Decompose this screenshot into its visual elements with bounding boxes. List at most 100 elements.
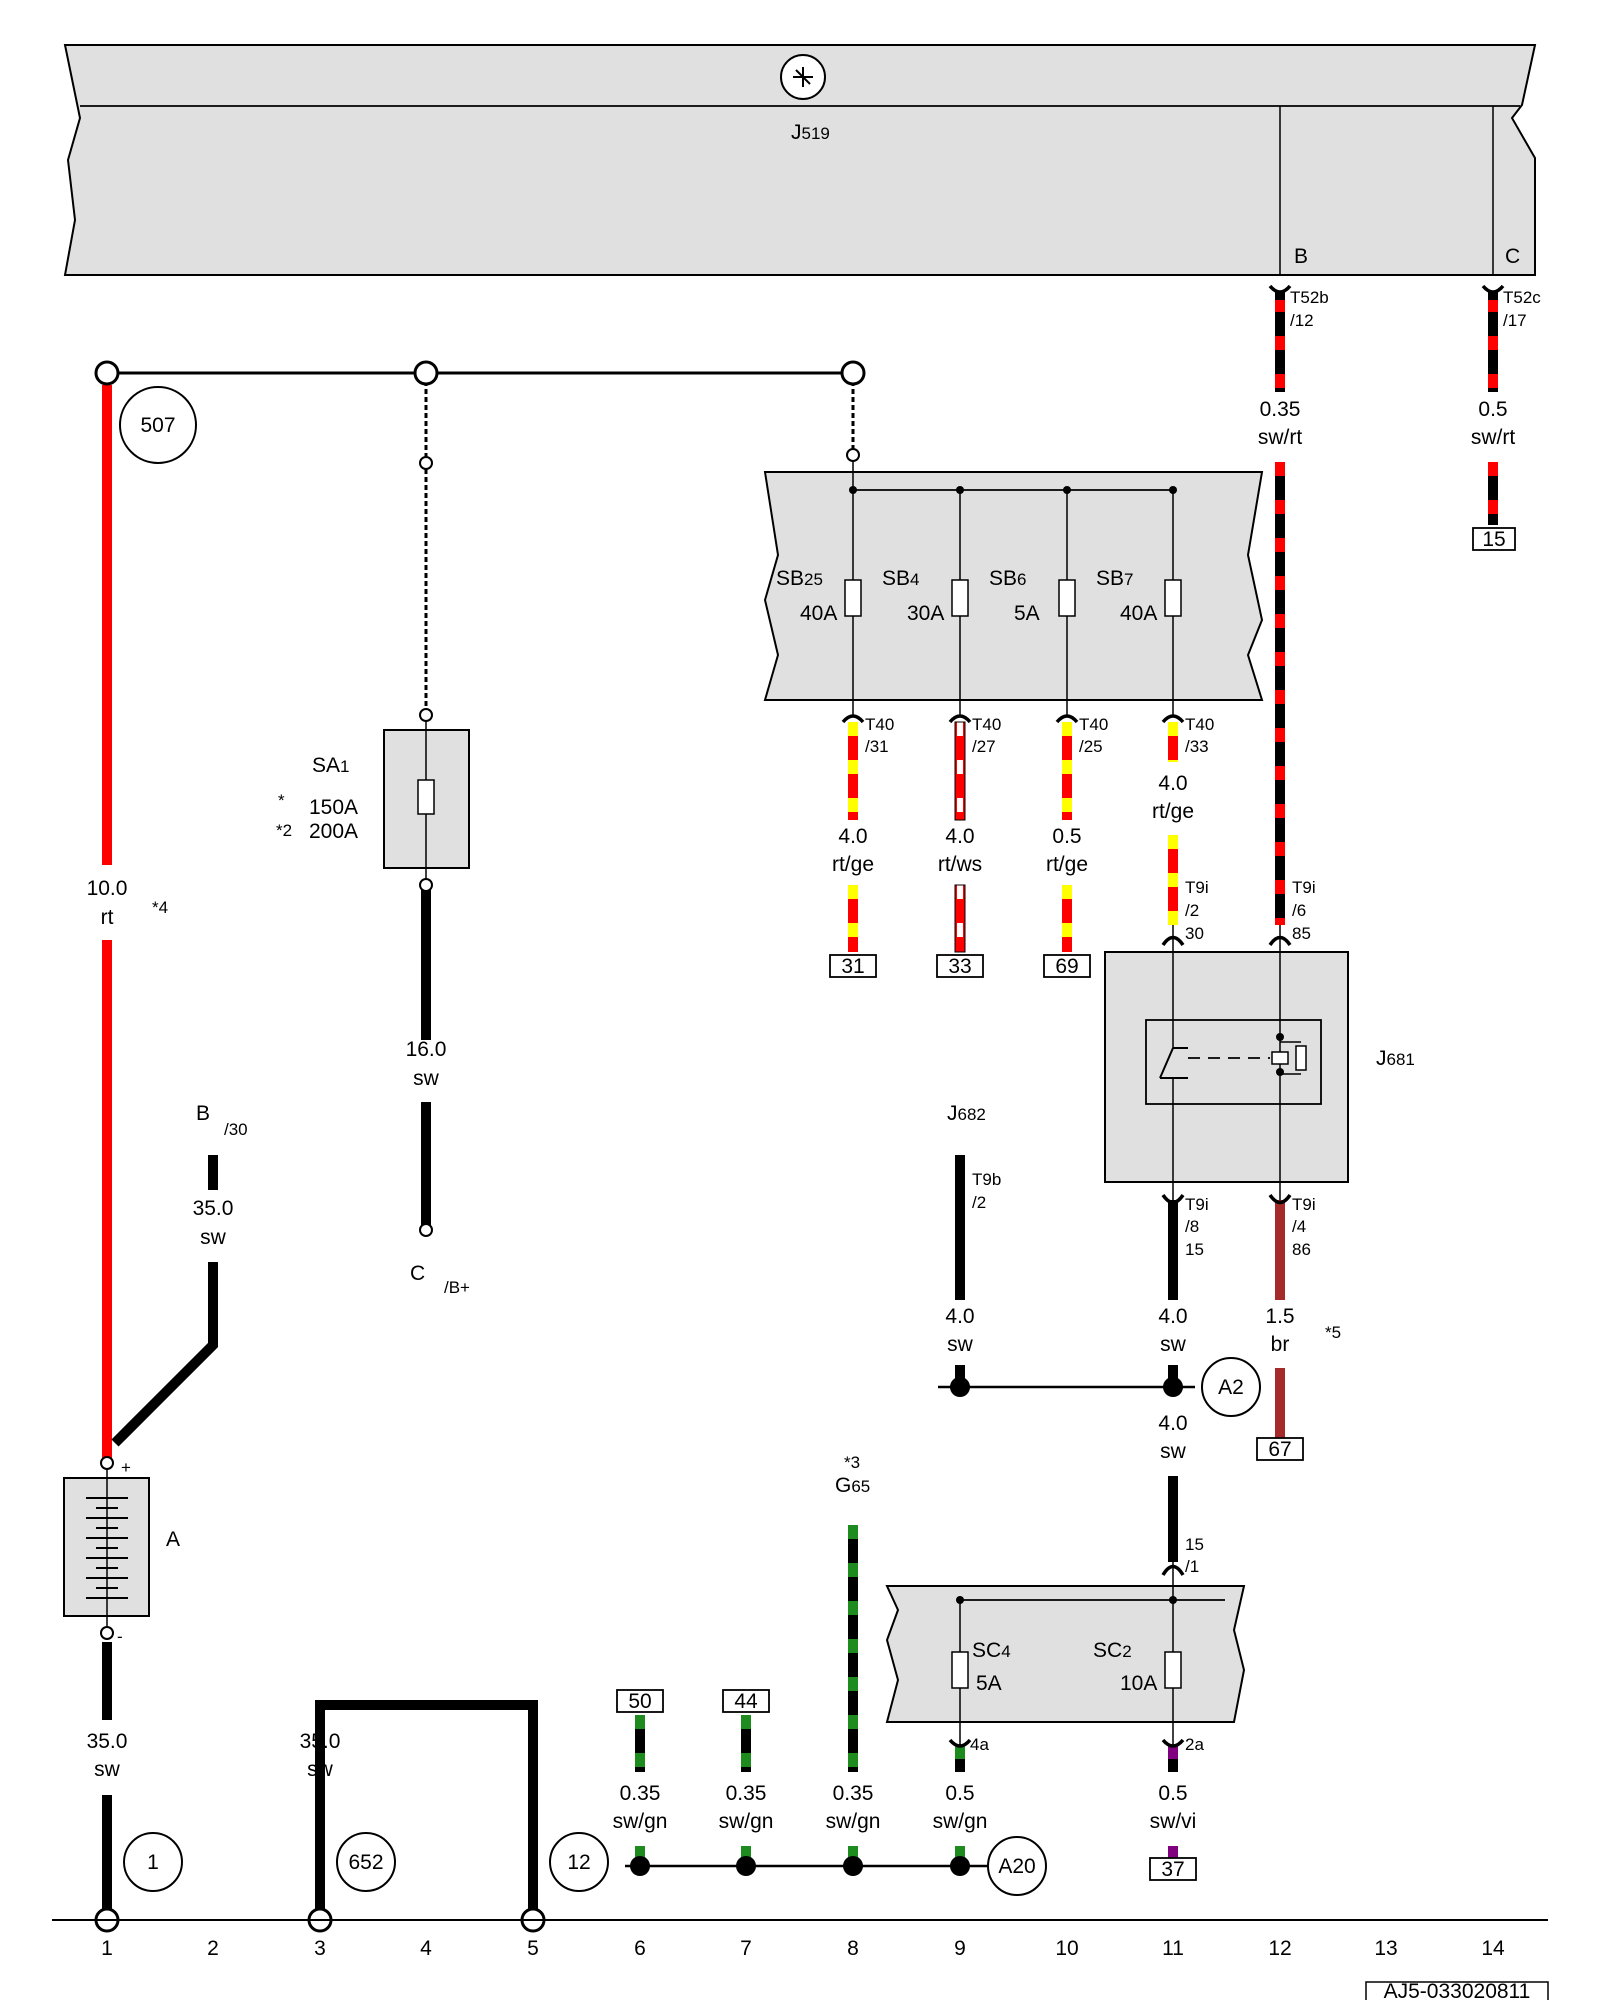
t40-31-pin: /31 [865, 737, 889, 756]
w-sb7-color: rt/ge [1152, 800, 1194, 823]
w-sb25-color: rt/ge [832, 853, 874, 876]
grid-1: 1 [101, 1937, 113, 1960]
sb6-rating: 5A [1014, 602, 1040, 625]
sb4-rating: 30A [907, 602, 944, 625]
w6-color: sw/gn [613, 1810, 668, 1833]
relay-j681[interactable]: J681 [1104, 925, 1415, 1200]
t52b-name: T52b [1290, 288, 1329, 307]
component-labels: B /30 C /B+ J682 *3 G65 *4 *5 [152, 898, 1341, 1497]
wire-bodies [102, 298, 1498, 1916]
svg-text:G65: G65 [835, 1474, 870, 1497]
sa1-note2: *2 [276, 821, 292, 840]
connector-labels: T52b /12 T52c /17 T40 /31 T40 /27 T40 /2… [865, 288, 1541, 1754]
g65-sub: 65 [851, 1477, 870, 1496]
t9b-pin: /2 [972, 1193, 986, 1212]
g65-note: *3 [844, 1453, 860, 1472]
w-scin-color: sw [1160, 1440, 1187, 1463]
j682-sub: 682 [958, 1105, 986, 1124]
control-unit-j519[interactable]: J519 B C [63, 44, 1537, 276]
node-markers [94, 360, 1183, 1933]
sb25-sub: 25 [804, 570, 823, 589]
grid-4: 4 [420, 1937, 432, 1960]
w14-top-color: sw/rt [1471, 426, 1515, 449]
grid-7: 7 [740, 1937, 752, 1960]
ref-31: 31 [841, 955, 864, 978]
grid-10: 10 [1055, 1937, 1078, 1960]
w-scin-size: 4.0 [1158, 1412, 1187, 1435]
j682-label: J [947, 1102, 958, 1125]
t9i-8-pin: /8 [1185, 1217, 1199, 1236]
fuse-panel-sc[interactable]: SC4 5A SC2 10A [885, 1562, 1246, 1745]
w7-color: sw/gn [719, 1810, 774, 1833]
sc2-label: SC [1093, 1639, 1122, 1662]
t40-33-pin: /33 [1185, 737, 1209, 756]
wire-labels: 0.35 sw/rt 0.5 sw/rt 10.0 rt 16.0 sw 35.… [87, 398, 1516, 1833]
w-t9i4-color: br [1271, 1333, 1290, 1356]
w-j682-size: 4.0 [945, 1305, 974, 1328]
ref-50: 50 [628, 1690, 651, 1713]
circle-507: 507 [140, 414, 175, 437]
w7-size: 0.35 [726, 1782, 767, 1805]
w-sa1-size: 16.0 [406, 1038, 447, 1061]
battery-minus: - [117, 1627, 123, 1646]
circle-652: 652 [348, 1851, 383, 1874]
t40-31-name: T40 [865, 715, 894, 734]
t9i-6-term: 85 [1292, 924, 1311, 943]
t9i-8-name: T9i [1185, 1195, 1209, 1214]
t40-25-name: T40 [1079, 715, 1108, 734]
sb25-label: SB [776, 567, 804, 590]
w-sb25-size: 4.0 [838, 825, 867, 848]
t9b-name: T9b [972, 1170, 1001, 1189]
svg-text:SC4: SC4 [972, 1639, 1011, 1662]
fuse-panel-sb[interactable]: SB25 40A SB4 30A SB6 5A SB7 40A [763, 455, 1264, 715]
sb4-sub: 4 [910, 570, 919, 589]
grid-9: 9 [954, 1937, 966, 1960]
c2a-name: 2a [1185, 1735, 1204, 1754]
battery-plus: + [121, 1458, 131, 1477]
w-sb6-size: 0.5 [1052, 825, 1081, 848]
grid-11: 11 [1162, 1937, 1184, 1960]
svg-text:J682: J682 [947, 1102, 986, 1125]
j519-label: J [791, 121, 802, 144]
sc4-rating: 5A [976, 1672, 1002, 1695]
j681-label: J [1376, 1047, 1387, 1070]
grid-14: 14 [1481, 1937, 1505, 1960]
t9i-8-term: 15 [1185, 1240, 1204, 1259]
note-5: *5 [1325, 1323, 1341, 1342]
sb7-rating: 40A [1120, 602, 1157, 625]
svg-text:SB6: SB6 [989, 567, 1026, 590]
sb6-sub: 6 [1017, 570, 1026, 589]
circle-12: 12 [567, 1851, 590, 1874]
t52c-name: T52c [1503, 288, 1541, 307]
j681-sub: 681 [1387, 1050, 1415, 1069]
w-sb4-color: rt/ws [938, 853, 982, 876]
fuse-sa1[interactable]: SA1 * 150A *2 200A [276, 715, 470, 882]
w1-color: rt [101, 906, 114, 929]
w8-size: 0.35 [833, 1782, 874, 1805]
w-t9i8-size: 4.0 [1158, 1305, 1187, 1328]
sa1-note1: * [278, 791, 285, 810]
c15-name: 15 [1185, 1535, 1204, 1554]
t40-27-pin: /27 [972, 737, 996, 756]
pin-c-label: C [1505, 245, 1520, 268]
sa1-sub: 1 [340, 757, 349, 776]
g65-label: G [835, 1474, 851, 1497]
w-sa1-color: sw [413, 1067, 440, 1090]
cb-sub: /B+ [444, 1278, 470, 1297]
svg-text:SB4: SB4 [882, 567, 919, 590]
w1-size: 10.0 [87, 877, 128, 900]
sb6-label: SB [989, 567, 1017, 590]
w-b30-color: sw [200, 1226, 227, 1249]
t52c-pin: /17 [1503, 311, 1527, 330]
w-sb6-color: rt/ge [1046, 853, 1088, 876]
t9i-4-pin: /4 [1292, 1217, 1306, 1236]
svg-text:SB7: SB7 [1096, 567, 1133, 590]
grid-3: 3 [314, 1937, 326, 1960]
w-g3-color: sw [307, 1758, 334, 1781]
battery-label: A [166, 1528, 180, 1551]
circle-a2: A2 [1218, 1376, 1244, 1399]
j519-sub: 519 [802, 124, 830, 143]
w14-top-size: 0.5 [1478, 398, 1507, 421]
image-id: AJ5-033020811 [1384, 1980, 1531, 2000]
battery-a[interactable]: A + - [63, 1458, 180, 1646]
